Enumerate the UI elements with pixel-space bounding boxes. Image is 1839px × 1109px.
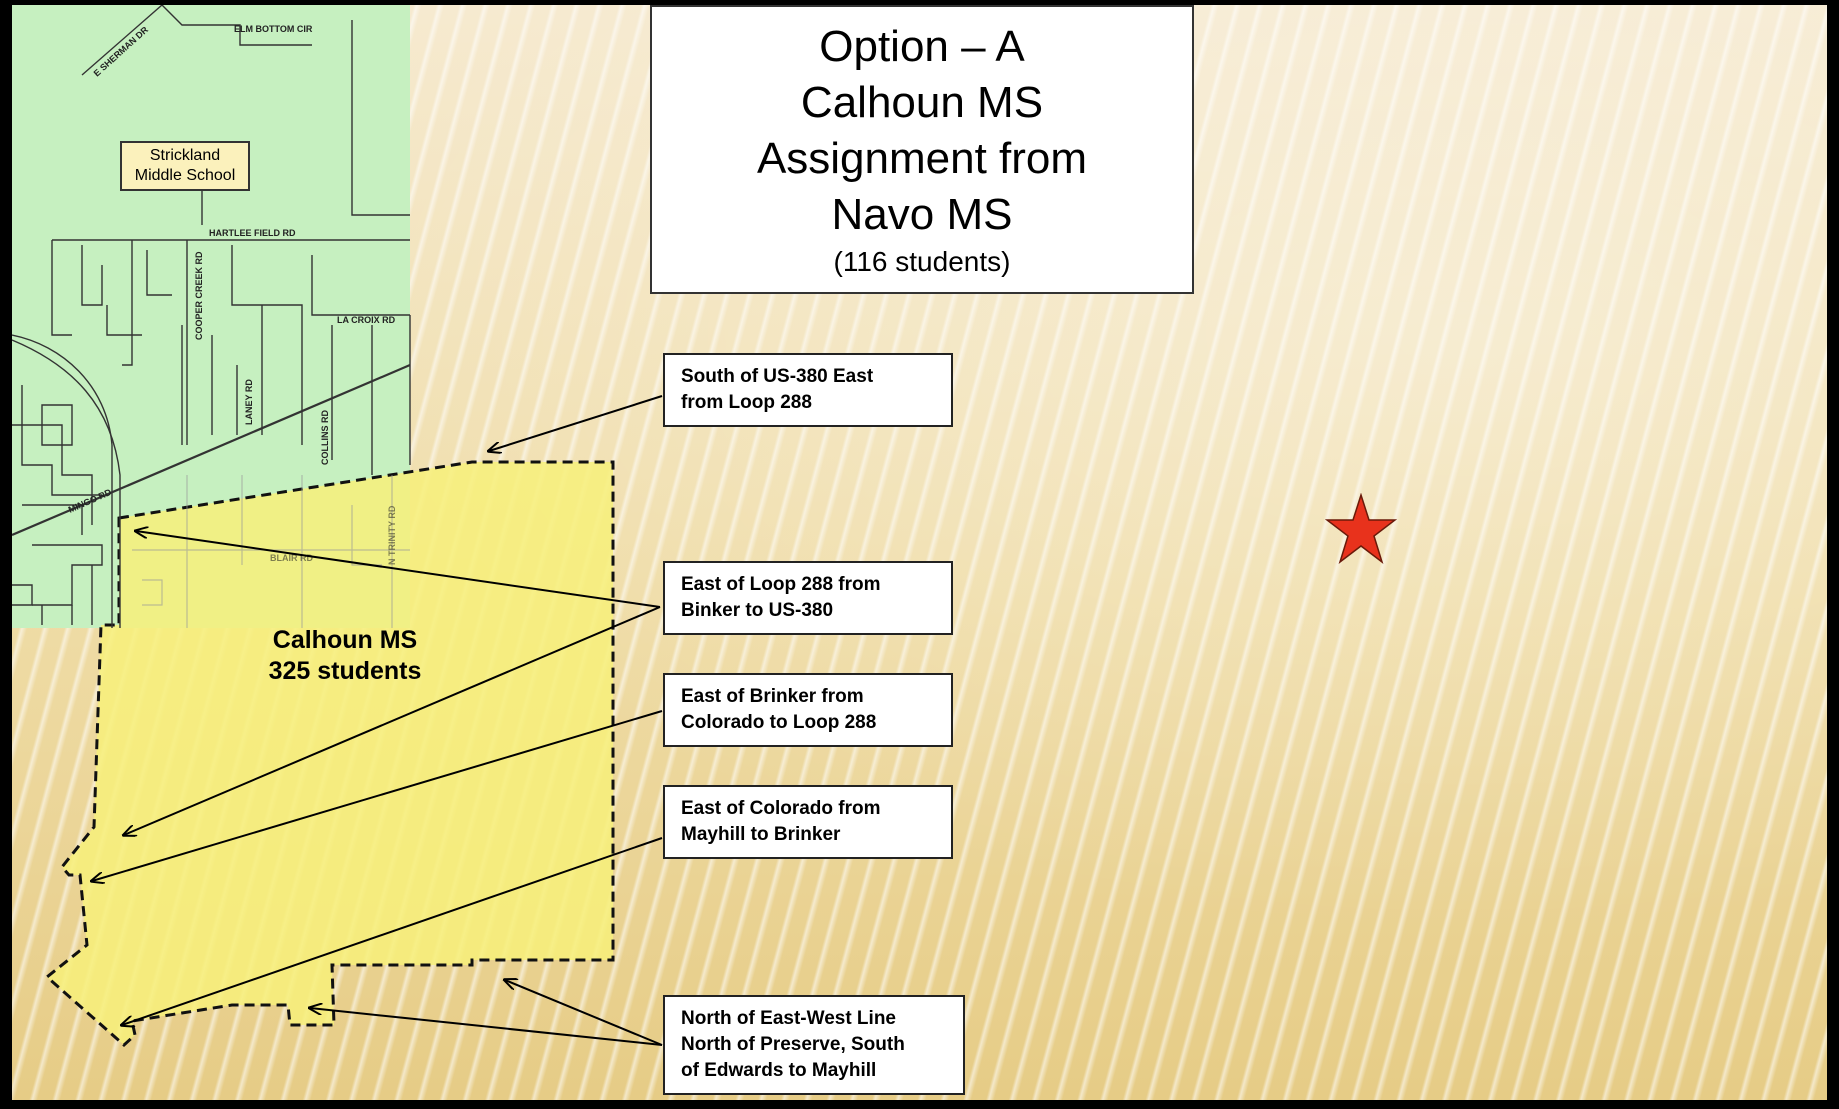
title-line-4: Navo MS: [831, 190, 1013, 239]
road-label-elm-bottom: ELM BOTTOM CIR: [234, 24, 313, 34]
title-line-1: Option – A: [819, 22, 1025, 71]
title-subtitle: (116 students): [833, 246, 1011, 277]
callout-us380-line-2: from Loop 288: [681, 392, 812, 413]
callout-arrows: [92, 395, 663, 1046]
callout-loop288-line-2: Binker to US-380: [681, 600, 834, 621]
arrow-colorado: [122, 837, 663, 1025]
strickland-line-2: Middle School: [134, 167, 236, 184]
strickland-school-label: Strickland Middle School: [120, 141, 250, 191]
road-network: [12, 5, 411, 628]
calhoun-zone[interactable]: [44, 460, 615, 1048]
road-label-blair: BLAIR RD: [270, 553, 313, 563]
slide-background: E SHERMAN DR ELM BOTTOM CIR HARTLEE FIEL…: [12, 5, 1827, 1100]
arrow-brinker: [92, 710, 663, 881]
callout-eastwest[interactable]: North of East-West Line North of Preserv…: [663, 995, 965, 1095]
calhoun-zone-label: Calhoun MS 325 students: [250, 625, 440, 687]
road-label-collins: COLLINS RD: [320, 410, 330, 465]
arrow-loop288-b: [124, 606, 661, 835]
arrow-loop288-a: [136, 531, 661, 608]
callout-eastwest-line-3: of Edwards to Mayhill: [681, 1060, 877, 1081]
callout-brinker[interactable]: East of Brinker from Colorado to Loop 28…: [663, 673, 953, 747]
callout-loop288[interactable]: East of Loop 288 from Binker to US-380: [663, 561, 953, 635]
arrow-us380: [489, 395, 663, 451]
calhoun-count: 325 students: [268, 657, 422, 685]
callout-eastwest-line-1: North of East-West Line: [681, 1008, 896, 1029]
callout-us380[interactable]: South of US-380 East from Loop 288: [663, 353, 953, 427]
calhoun-name: Calhoun MS: [272, 626, 418, 654]
callout-colorado[interactable]: East of Colorado from Mayhill to Brinker: [663, 785, 953, 859]
callout-colorado-line-1: East of Colorado from: [681, 798, 881, 819]
callout-brinker-line-2: Colorado to Loop 288: [681, 712, 877, 733]
road-label-la-croix: LA CROIX RD: [337, 315, 396, 325]
road-label-laney: LANEY RD: [244, 379, 254, 425]
callout-loop288-line-1: East of Loop 288 from: [681, 574, 881, 595]
arrow-eastwest-a: [505, 980, 663, 1046]
callout-eastwest-line-2: North of Preserve, South: [681, 1034, 905, 1055]
road-label-hartlee: HARTLEE FIELD RD: [209, 228, 296, 238]
title-box: Option – A Calhoun MS Assignment from Na…: [650, 5, 1194, 294]
road-label-cooper: COOPER CREEK RD: [194, 251, 204, 340]
road-label-trinity: N TRINITY RD: [387, 505, 397, 565]
callout-colorado-line-2: Mayhill to Brinker: [681, 824, 841, 845]
star-icon: [1325, 493, 1397, 565]
title-line-2: Calhoun MS: [800, 78, 1044, 127]
callout-us380-line-1: South of US-380 East: [681, 366, 874, 387]
strickland-line-1: Strickland: [149, 147, 221, 164]
arrow-eastwest-b: [310, 1008, 663, 1046]
map-canvas[interactable]: E SHERMAN DR ELM BOTTOM CIR HARTLEE FIEL…: [12, 5, 1827, 1100]
title-line-3: Assignment from: [756, 134, 1088, 183]
callout-brinker-line-1: East of Brinker from: [681, 686, 864, 707]
